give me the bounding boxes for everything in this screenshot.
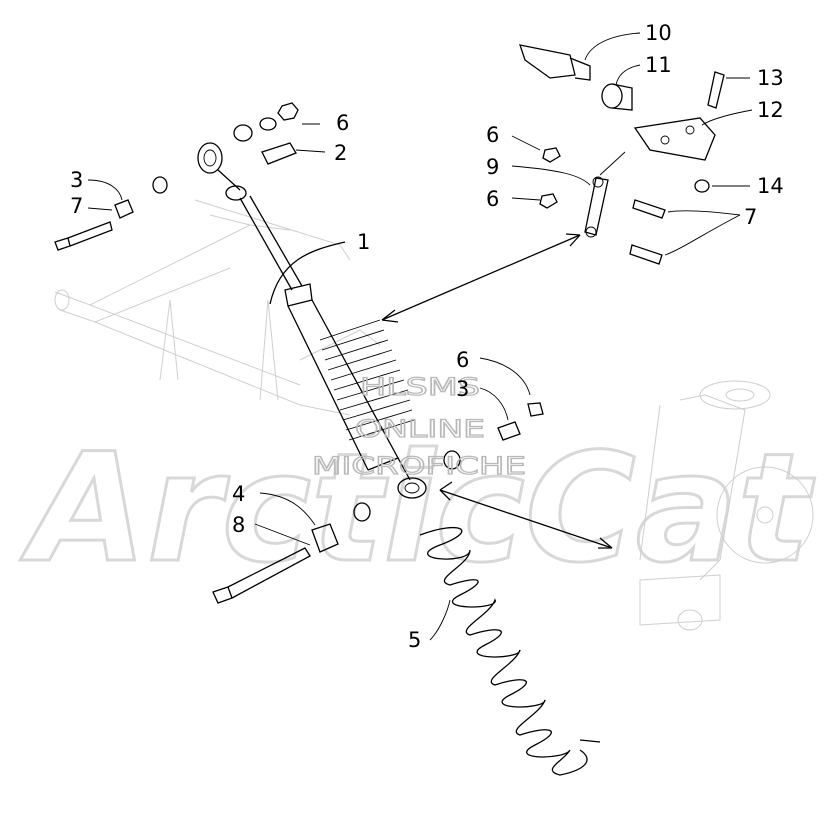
watermark-wheel-icon [716,466,814,564]
callout-3a: 3 [70,168,83,192]
leader-lines [87,32,753,641]
callout-11: 11 [645,53,672,77]
callout-10: 10 [645,21,672,45]
callout-1: 1 [357,230,370,254]
a-arm-frame [54,199,381,416]
brand-watermark-text: ArcticCat [20,422,815,596]
callout-3b: 3 [456,377,469,401]
callout-7b: 7 [744,205,757,229]
callout-2: 2 [334,141,347,165]
callout-4: 4 [232,482,245,506]
center-watermark: HLSMS ONLINE MICROFICHE [311,372,526,480]
callout-8: 8 [232,513,245,537]
callout-6b: 6 [486,123,499,147]
callout-12: 12 [757,98,784,122]
spindle-knuckle [639,380,771,631]
watermark-line-2: ONLINE [355,415,485,443]
coil-spring [419,526,601,776]
callout-labels: 1 2 3 3 4 5 6 6 6 6 7 7 8 9 10 11 12 13 … [70,21,784,652]
callout-6d: 6 [456,348,469,372]
callout-9: 9 [486,155,499,179]
watermark-line-1: HLSMS [360,373,480,401]
watermark-wheel-hub-icon [756,506,774,524]
callout-13: 13 [757,66,784,90]
callout-6c: 6 [486,187,499,211]
callout-5: 5 [408,628,421,652]
callout-7a: 7 [70,194,83,218]
watermark-line-3: MICROFICHE [312,452,526,480]
callout-14: 14 [757,174,784,198]
hardware-parts [54,44,725,604]
callout-6a: 6 [336,111,349,135]
brand-watermark: ArcticCat [18,421,816,598]
